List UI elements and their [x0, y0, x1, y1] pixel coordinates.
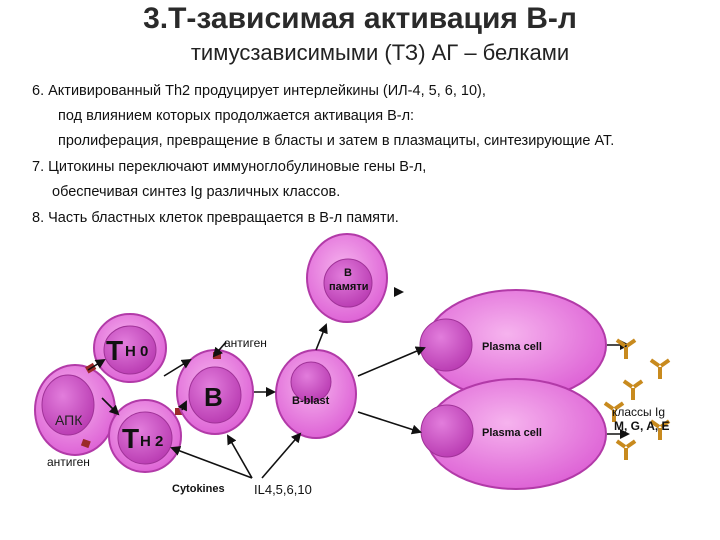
- slide-subtitle: тимусзависимыми (ТЗ) АГ – белками: [190, 40, 570, 65]
- memory-b-cell: B памяти: [306, 233, 388, 323]
- ig-classes-label-2: M, G, A, E: [614, 419, 670, 433]
- b-blast-cell: B-blast: [275, 349, 357, 439]
- antibody-icons: [603, 338, 671, 460]
- th2-label: T: [122, 423, 139, 454]
- antigen-left-label: антиген: [47, 455, 90, 469]
- memory-label-2: памяти: [329, 281, 368, 293]
- apc-label: АПК: [55, 412, 83, 428]
- point-6-cont-2: пролиферация, превращение в бласты и зат…: [58, 133, 615, 149]
- plasma-top-label: Plasma cell: [482, 341, 542, 353]
- point-8: 8. Часть бластных клеток превращается в …: [32, 210, 399, 226]
- b-cell: B: [176, 349, 254, 435]
- memory-label-1: B: [344, 267, 352, 279]
- slide-title: 3.Т-зависимая активация В-л: [143, 2, 577, 35]
- antigen-top-label: антиген: [224, 336, 267, 350]
- plasma-cell-bottom: Plasma cell: [420, 378, 607, 490]
- point-7: 7. Цитокины переключают иммуноглобулинов…: [32, 159, 427, 175]
- point-6-cont-1: под влиянием которых продолжается актива…: [58, 108, 415, 124]
- plasma-cell-top: Plasma cell: [419, 289, 607, 401]
- plasma-bottom-label: Plasma cell: [482, 427, 542, 439]
- cytokines-label: Cytokines: [172, 483, 225, 495]
- b-cell-label: B: [204, 382, 223, 412]
- antigen-on-th2-icon: [175, 408, 183, 415]
- th0-sub-label: Н 0: [125, 343, 148, 360]
- ig-classes-label-1: классы Ig: [612, 405, 665, 419]
- apc-cell: АПК: [34, 364, 116, 456]
- th0-cell: T Н 0: [93, 313, 167, 383]
- point-6: 6. Активированный Th2 продуцирует интерл…: [32, 83, 486, 99]
- th2-sub-label: Н 2: [140, 433, 163, 450]
- point-7-cont: обеспечивая синтез Ig различных классов.: [52, 184, 341, 200]
- b-blast-label: B-blast: [292, 395, 330, 407]
- interleukins-label: IL4,5,6,10: [254, 482, 312, 497]
- th2-cell: T Н 2: [108, 399, 182, 473]
- th0-label: T: [106, 335, 123, 366]
